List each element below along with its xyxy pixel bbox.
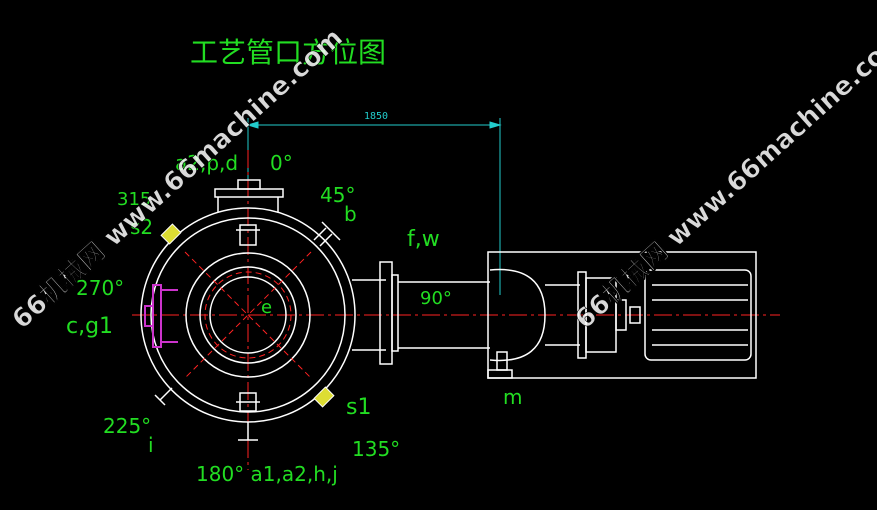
label-270deg: 270° xyxy=(76,276,124,300)
label-90deg: 90° xyxy=(420,288,452,309)
nozzle-270 xyxy=(144,284,178,348)
label-315: 315 xyxy=(117,189,151,210)
label-0deg: 0° xyxy=(270,151,293,175)
top-nozzle xyxy=(214,179,284,246)
sightglass-s2 xyxy=(160,223,182,245)
label-s2: s2 xyxy=(130,215,153,239)
dimension-1850 xyxy=(246,118,502,295)
outlet-pipe xyxy=(352,261,490,365)
label-135deg: 135° xyxy=(352,437,400,461)
label-s1: s1 xyxy=(346,395,371,420)
centerlines xyxy=(132,150,780,470)
bottom-nozzle xyxy=(236,392,260,441)
pump-assembly xyxy=(487,251,757,379)
label-a2pd: a2,p,d xyxy=(175,151,238,175)
label-cg1: c,g1 xyxy=(66,314,113,339)
label-e: e xyxy=(261,297,272,318)
dimension-value: 1850 xyxy=(364,111,388,122)
label-bottom: 180° a1,a2,h,j xyxy=(196,462,338,486)
drawing-title: 工艺管口方位图 xyxy=(190,36,386,69)
label-b: b xyxy=(344,202,357,226)
inner-centerlines xyxy=(184,251,312,379)
label-m: m xyxy=(503,385,522,409)
watermark-right: 66机械网 www.66machine.com xyxy=(570,23,877,335)
sightglass-s1 xyxy=(313,386,335,408)
label-45deg: 45° xyxy=(320,183,355,207)
label-i: i xyxy=(148,433,154,457)
vessel-body xyxy=(140,207,356,423)
label-fw: f,w xyxy=(407,227,440,252)
watermark-left: 66机械网 www.66machine.com xyxy=(7,23,349,335)
nozzle-225 xyxy=(154,387,173,406)
nozzle-45 xyxy=(313,221,341,247)
label-225deg: 225° xyxy=(103,414,151,438)
